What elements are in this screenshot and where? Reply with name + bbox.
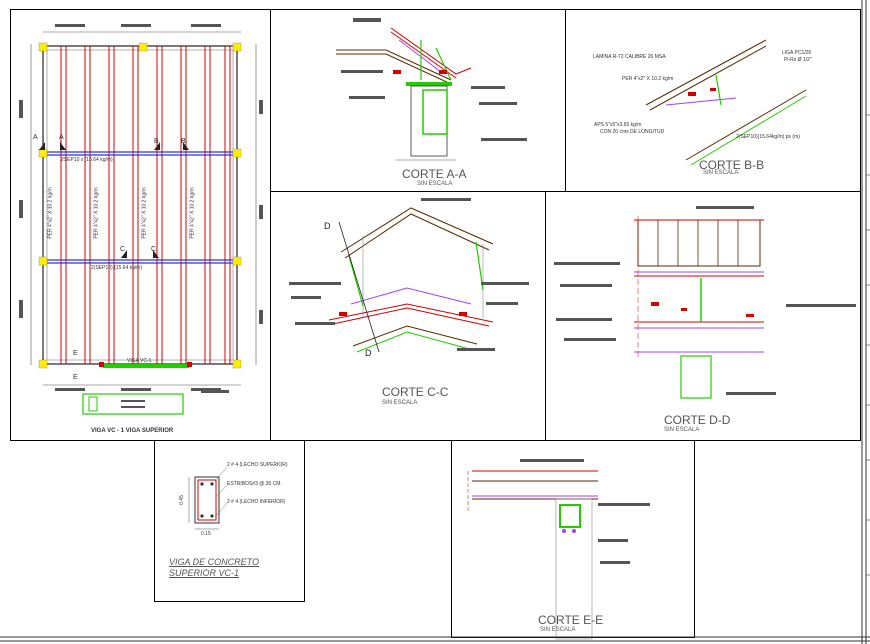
corte-ee-panel: CORTE E-E SIN ESCALA [451,440,695,640]
corte-aa-subtitle: SIN ESCALA [417,181,453,187]
corte-bb-drawing [645,39,807,166]
corte-bb-panel: LAMINA R-72 CALIBRE 26 MSA LIGA PC1/26 P… [565,9,861,192]
cut-label-e-bottom: E [73,374,78,381]
viga-note-stirrups: ESTRIBOS#3 @ 30 CM. [227,481,282,487]
viga-title-line2: SUPERIOR VC-1 [169,568,240,578]
corte-ee-drawing [467,459,650,640]
corte-dd-drawing [554,206,856,399]
viga-note-bottom: 2 # 4 (LECHO INFERIOR) [227,499,286,505]
purlin-label-2: PER 4"x2" X 10.2 kg/m [93,187,100,239]
plan-caption: VIGA VC - 1 VIGA SUPERIOR [91,428,174,434]
corte-dd-panel: CORTE D-D SIN ESCALA [545,191,861,441]
inline-beam-label: VIGA VC-1 [127,358,152,364]
corte-dd-subtitle: SIN ESCALA [664,427,700,433]
viga-section-drawing [188,466,228,530]
corte-ee-title: CORTE E-E [538,613,604,627]
corte-dd-title: CORTE D-D [664,413,731,427]
viga-title-line1: VIGA DE CONCRETO [169,557,260,567]
corte-cc-title: CORTE C-C [382,385,449,399]
corte-bb-note-4: PER 4"x2" X 10.2 kg/m [622,76,674,82]
cut-label-c-right: C [151,246,157,253]
corte-bb-note-6: CON 20 cms DE LONGITUD [600,129,665,135]
corte-cc-cut-right: D [365,348,372,358]
cut-label-c-left: C [120,246,126,253]
corte-aa-title: CORTE A-A [402,167,467,181]
corte-bb-note-2: LIGA PC1/26 [782,50,812,56]
corte-cc-cut-left: D [324,221,331,231]
viga-dim-height: 0.45 [178,495,185,505]
viga-concreto-panel: 2 # 4 (LECHO SUPERIOR) ESTRIBOS#3 @ 30 C… [154,440,305,602]
top-beam-label: 2SEP10 x (15.64 kg/m) [61,157,113,163]
cut-label-e-top: E [73,350,78,357]
corte-bb-note-1: LAMINA R-72 CALIBRE 26 MSA [593,54,666,60]
corte-aa-panel: CORTE A-A SIN ESCALA [270,9,566,192]
corte-bb-subtitle: SIN ESCALA [703,170,739,176]
cut-label-a-right: A [59,134,64,141]
corte-ee-subtitle: SIN ESCALA [540,627,576,633]
cut-label-b-right: B [181,138,186,145]
corte-aa-drawing [336,18,527,161]
cut-label-a-left: A [33,134,38,141]
viga-dim-width: 0.15 [201,531,211,537]
viga-note-top: 2 # 4 (LECHO SUPERIOR) [227,462,288,468]
roof-plan-panel: A A B B C C E E 2SEP10 x (15.64 kg/m) 2(… [10,9,271,441]
corte-cc-subtitle: SIN ESCALA [382,400,418,406]
cut-label-b-left: B [154,138,159,145]
corte-cc-panel: D D CORTE C-C SIN ESCALA [270,191,546,441]
purlin-label-1: PER 4"x2" X 10.2 kg/m [47,187,54,239]
corte-bb-title: CORTE B-B [699,158,765,172]
corte-bb-note-3: Pl-Rs Ø 1/2" [784,57,812,63]
corte-bb-note-7: 2(SEP10)(15.64kg/m) ps (m) [736,134,800,140]
roof-plan-drawing [19,24,263,415]
corte-cc-drawing [289,198,529,353]
purlin-label-3: PER 4"x2" X 10.2 kg/m [141,187,148,239]
purlin-label-4: PER 4"x2" X 10.2 kg/m [189,187,196,239]
mid-beam-label: 2(SEP10) (15.64 kg/m) [91,265,143,271]
corte-bb-note-5: APS 5"x5"x3.65 kg/m [594,122,642,128]
